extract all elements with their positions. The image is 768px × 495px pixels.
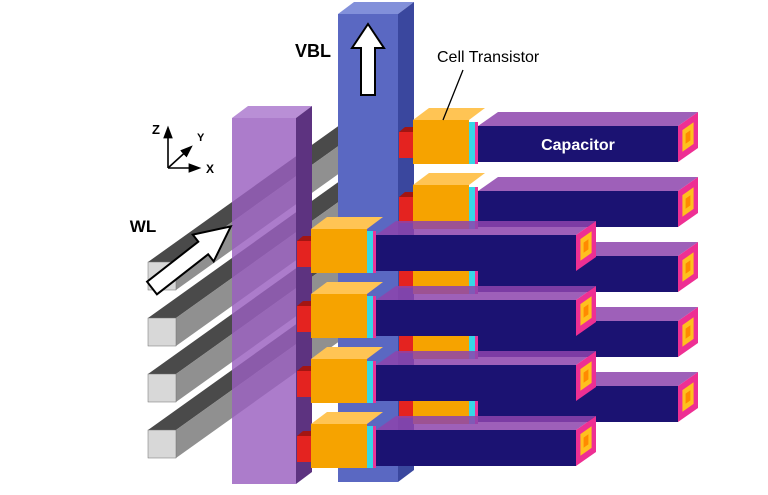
z-axis-label: Z (152, 122, 160, 137)
cell-transistor-leader-line (442, 69, 464, 121)
cell-transistor-annotation: Cell Transistor (437, 49, 540, 121)
cell-transistor-label: Cell Transistor (437, 49, 540, 66)
vbl-top-face (338, 2, 414, 14)
capacitor-slab (376, 286, 596, 336)
vbl-annotation: VBL (295, 22, 386, 96)
wl-arrow-icon (145, 225, 233, 296)
wl-pillar-top-face (232, 106, 312, 118)
vbl-label: VBL (295, 41, 331, 61)
capacitor-label: Capacitor (541, 137, 615, 154)
capacitor-slab (478, 177, 698, 227)
wl-label: WL (130, 217, 156, 236)
capacitor-slab (376, 351, 596, 401)
x-axis-label: X (206, 162, 214, 176)
capacitor-slab (376, 416, 596, 466)
vbl-arrow-icon (350, 22, 386, 96)
wl-pillar (232, 106, 312, 484)
y-axis-label: Y (197, 132, 205, 144)
wl-annotation: WL (130, 217, 233, 296)
wl-pillar-front-face (232, 118, 296, 484)
y-axis-arrow-icon (167, 145, 193, 169)
axis-indicator: Z Y X (152, 122, 214, 176)
wl-pillar-side-face (296, 106, 312, 484)
capacitor-slab (376, 221, 596, 271)
